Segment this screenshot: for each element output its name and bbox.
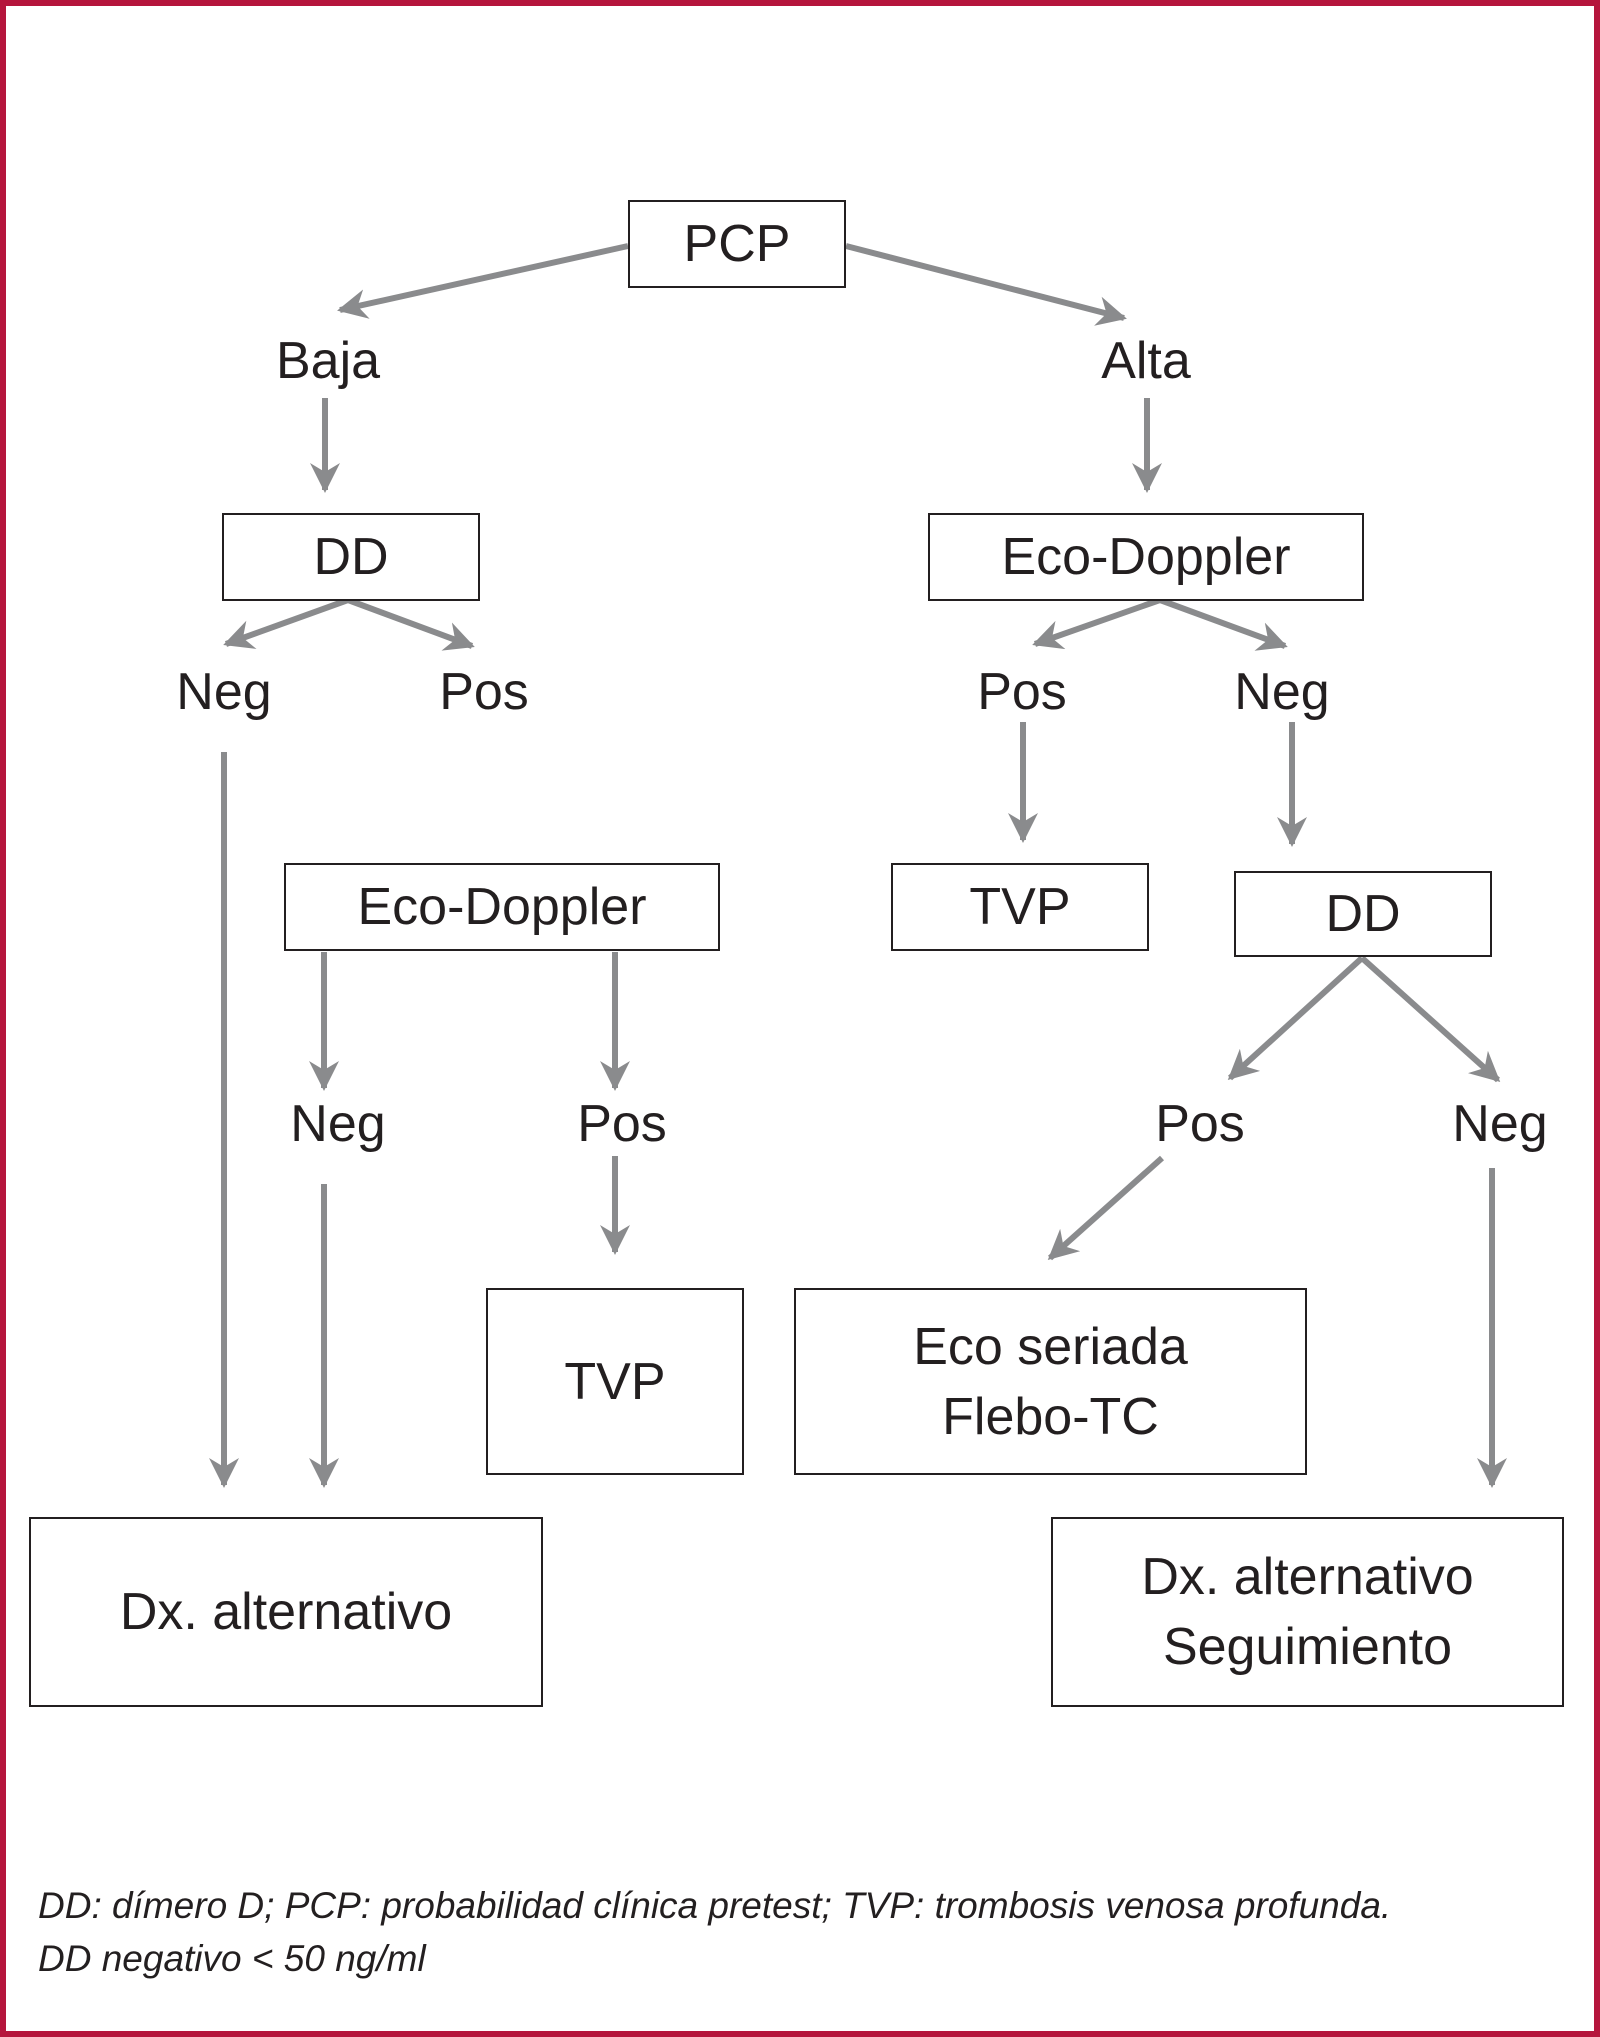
eco-doppler-box-mid: Eco-Doppler: [284, 863, 720, 951]
arrow-dd-neg: [223, 597, 350, 649]
dd-right-label: DD: [1325, 885, 1401, 943]
arrow-pcp-baja: [337, 243, 629, 319]
arrow-pcp-alta: [845, 243, 1127, 326]
neg-label-right-2: Neg: [1452, 1095, 1548, 1153]
eco-seriada-line1: Eco seriada: [913, 1317, 1188, 1376]
eco-seriada-line2: Flebo-TC: [942, 1387, 1159, 1446]
neg-label-mid: Neg: [290, 1095, 386, 1153]
dx-right-line2: Seguimiento: [1162, 1618, 1453, 1676]
tvp-mid-label: TVP: [564, 1352, 666, 1411]
arrow-dd-pos: [346, 597, 475, 651]
pcp-box: PCP: [628, 200, 846, 288]
arrow-dd-right-neg: [1359, 955, 1501, 1083]
pos-label-mid: Pos: [577, 1095, 667, 1153]
arrow-pos-eco-seriada: [1047, 1155, 1164, 1261]
arrow-dd-right-pos: [1227, 955, 1365, 1081]
neg-label-left: Neg: [176, 663, 272, 721]
dx-alternativo-box-left: Dx. alternativo: [29, 1517, 543, 1707]
tvp-box-mid: TVP: [486, 1288, 744, 1475]
alta-label: Alta: [1101, 332, 1191, 390]
dx-alternativo-box-right: Dx. alternativo Seguimiento: [1051, 1517, 1564, 1707]
arrow-eco-neg: [1158, 597, 1288, 651]
dd-left-label: DD: [313, 528, 389, 586]
arrow-eco-pos: [1032, 597, 1161, 650]
dd-box-right: DD: [1234, 871, 1492, 957]
dd-box-left: DD: [222, 513, 480, 601]
dx-right-line1: Dx. alternativo: [1141, 1548, 1474, 1606]
tvp-box-right: TVP: [891, 863, 1149, 951]
tvp-r1-label: TVP: [969, 878, 1071, 936]
pos-label-left: Pos: [439, 663, 529, 721]
footnote-abbreviations: DD: dímero D; PCP: probabilidad clínica …: [38, 1885, 1392, 1926]
neg-label-right: Neg: [1234, 663, 1330, 721]
baja-label: Baja: [275, 332, 381, 390]
pos-label-right-2: Pos: [1155, 1095, 1245, 1153]
dx-left-label: Dx. alternativo: [119, 1583, 453, 1641]
eco-right-label: Eco-Doppler: [1001, 528, 1291, 586]
pcp-label: PCP: [683, 215, 791, 273]
eco-seriada-box: Eco seriada Flebo-TC: [794, 1288, 1307, 1475]
footnote-dd-threshold: DD negativo < 50 ng/ml: [38, 1938, 426, 1979]
eco-mid-label: Eco-Doppler: [357, 878, 647, 936]
pos-label-right: Pos: [977, 663, 1067, 721]
eco-doppler-box-right: Eco-Doppler: [928, 513, 1364, 601]
